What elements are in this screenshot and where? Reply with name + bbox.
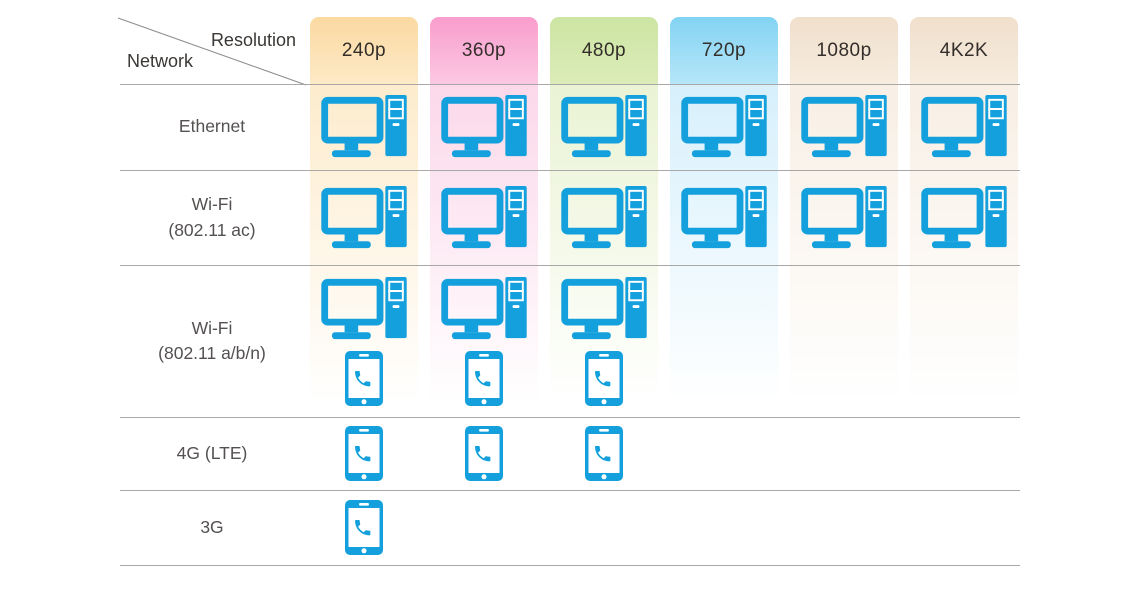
matrix-cell-r0-c1 [430,84,538,170]
desktop-pc-icon [321,94,407,160]
matrix-cell-r2-c2 [550,265,658,417]
desktop-pc-icon [801,185,887,251]
grid-line-5 [120,565,1020,566]
smartphone-icon [345,351,383,406]
desktop-pc-icon [321,276,407,342]
matrix-cell-r0-c2 [550,84,658,170]
matrix-cell-r0-c3 [670,84,778,170]
grid-line-3 [120,417,1020,418]
matrix-cell-r1-c2 [550,170,658,265]
matrix-cell-r1-c5 [910,170,1018,265]
desktop-pc-icon [801,94,887,160]
desktop-pc-icon [561,94,647,160]
smartphone-icon [345,426,383,481]
column-header-480p: 480p [550,17,658,84]
row-label-0: Ethernet [178,116,246,137]
column-header-label: 240p [341,39,387,61]
matrix-cell-r1-c4 [790,170,898,265]
matrix-cell-r4-c0 [310,490,418,565]
matrix-cell-r2-c0 [310,265,418,417]
matrix-cell-r0-c5 [910,84,1018,170]
matrix-cell-r1-c3 [670,170,778,265]
desktop-pc-icon [921,94,1007,160]
matrix-cell-r2-c1 [430,265,538,417]
column-header-1080p: 1080p [790,17,898,84]
desktop-pc-icon [441,185,527,251]
column-header-4K2K: 4K2K [910,17,1018,84]
grid-line-0 [120,84,1020,85]
column-header-360p: 360p [430,17,538,84]
corner-diagonal-divider [117,17,307,86]
column-header-label: 360p [461,39,507,61]
row-label-1: Wi-Fi (802.11 ac) [168,194,256,240]
desktop-pc-icon [561,185,647,251]
desktop-pc-icon [681,185,767,251]
column-header-720p: 720p [670,17,778,84]
column-header-label: 720p [701,39,747,61]
column-header-label: 480p [581,39,627,61]
desktop-pc-icon [561,276,647,342]
row-label-2: Wi-Fi (802.11 a/b/n) [158,317,266,363]
smartphone-icon [585,351,623,406]
grid-line-4 [120,490,1020,491]
row-label-4: 3G [200,516,224,537]
row-label-3: 4G (LTE) [176,442,248,463]
desktop-pc-icon [681,94,767,160]
desktop-pc-icon [321,185,407,251]
smartphone-icon [585,426,623,481]
smartphone-icon [465,426,503,481]
matrix-cell-r3-c2 [550,417,658,490]
matrix-cell-r3-c1 [430,417,538,490]
grid-line-2 [120,265,1020,266]
grid-line-1 [120,170,1020,171]
corner-label-network: Network [127,51,194,71]
desktop-pc-icon [441,276,527,342]
smartphone-icon [345,500,383,555]
column-header-240p: 240p [310,17,418,84]
matrix-cell-r0-c4 [790,84,898,170]
desktop-pc-icon [441,94,527,160]
matrix-cell-r0-c0 [310,84,418,170]
column-header-label: 4K2K [939,39,989,61]
desktop-pc-icon [921,185,1007,251]
column-header-label: 1080p [816,39,872,61]
matrix-cell-r3-c0 [310,417,418,490]
matrix-cell-r1-c1 [430,170,538,265]
corner-label-resolution: Resolution [210,30,296,50]
smartphone-icon [465,351,503,406]
matrix-cell-r1-c0 [310,170,418,265]
